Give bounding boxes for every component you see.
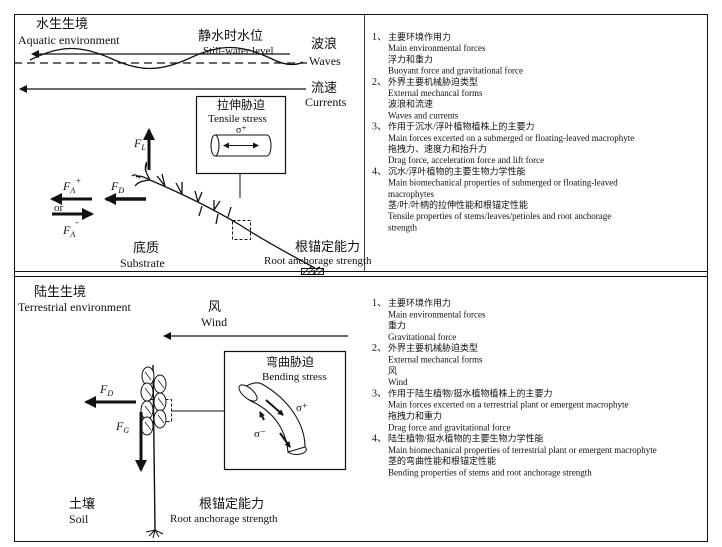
note-line: 浮力和重力 xyxy=(388,53,433,64)
terrestrial-env-cn: 陆生生境 xyxy=(34,284,86,299)
currents-en: Currents xyxy=(305,95,347,109)
note-line: Gravitational force xyxy=(388,332,456,342)
soil-cn: 土壤 xyxy=(69,496,95,511)
note-line: 风 xyxy=(388,366,397,376)
note-line: Tensile properties of stems/leaves/petio… xyxy=(388,211,611,221)
note-line: Main biomechanical properties of terrest… xyxy=(388,445,657,455)
note-line: Main environmental forces xyxy=(388,309,486,319)
note-number: 3、 xyxy=(372,388,387,399)
note-number: 4、 xyxy=(372,166,387,177)
currents-cn: 流速 xyxy=(311,80,337,95)
note-line: 作用于陆生植物/挺水植物植株上的主要力 xyxy=(388,387,553,398)
terrestrial-env-en: Terrestrial environment xyxy=(18,300,131,314)
root-anchor-base xyxy=(301,268,324,275)
sigma-minus: σ⁻ xyxy=(254,428,266,440)
tensile-sigma: σ⁺ xyxy=(236,125,247,136)
tensile-cylinder xyxy=(210,134,272,157)
note-number: 4、 xyxy=(372,434,387,445)
note-line: 波浪和流速 xyxy=(388,98,433,109)
note-line: Waves and currents xyxy=(388,110,459,120)
wind-cn: 风 xyxy=(208,299,221,314)
waves-en: Waves xyxy=(309,54,341,68)
note-line: 作用于沉水/浮叶植物植株上的主要力 xyxy=(388,121,535,132)
terrestrial-root-en: Root anchorage strength xyxy=(170,513,278,525)
waves-cn: 波浪 xyxy=(311,36,337,51)
note-line: 拖拽力、速度力和抬升力 xyxy=(388,143,487,154)
note-line: Drag force, acceleration force and lift … xyxy=(388,155,544,165)
terrestrial-fd-label: FD xyxy=(99,382,113,398)
sigma-plus: σ⁺ xyxy=(296,402,308,414)
fg-label: FG xyxy=(115,419,129,435)
substrate-cn: 底质 xyxy=(133,240,159,255)
note-line: Buoyant force and gravitational force xyxy=(388,66,523,76)
terrestrial-plant xyxy=(140,364,167,539)
bending-cn: 弯曲胁迫 xyxy=(266,354,314,369)
note-number: 1、 xyxy=(372,298,387,309)
note-line: 重力 xyxy=(388,320,406,331)
terrestrial-root-cn: 根锚定能力 xyxy=(199,496,264,511)
substrate-en: Substrate xyxy=(120,256,165,270)
note-line: 外界主要机械胁迫类型 xyxy=(388,342,478,353)
aquatic-env-en: Aquatic environment xyxy=(18,33,120,47)
note-line: 沉水/浮叶植物的主要生物力学性能 xyxy=(388,165,526,176)
note-number: 3、 xyxy=(372,122,387,133)
note-line: 茎的弯曲性能和根锚定性能 xyxy=(388,455,496,466)
note-line: Main forces excerted on a terrestrial pl… xyxy=(388,400,628,410)
submerged-plant xyxy=(131,161,321,275)
note-line: Bending properties of stems and root anc… xyxy=(388,468,592,478)
tensile-cn: 拉伸胁迫 xyxy=(217,97,265,112)
note-line: 茎/叶/叶柄的拉伸性能和根锚定性能 xyxy=(388,199,528,210)
bent-stem-icon xyxy=(238,382,307,455)
outer-frame xyxy=(14,14,708,542)
fa-plus-label: FA+ xyxy=(62,176,81,195)
fd-label: FD xyxy=(110,179,124,195)
root-anchor-hatch xyxy=(302,268,324,275)
note-line: Wind xyxy=(388,377,408,387)
note-line: 拖拽力和重力 xyxy=(388,410,442,421)
note-line: strength xyxy=(388,222,417,232)
note-line: External mechancal forms xyxy=(388,355,483,365)
note-line: Main environmental forces xyxy=(388,43,486,53)
tensile-detail-box xyxy=(232,220,251,240)
fa-minus-label: FA- xyxy=(62,217,78,239)
aquatic-env-cn: 水生生境 xyxy=(36,16,88,31)
bending-en: Bending stress xyxy=(262,371,326,383)
still-water-cn: 静水时水位 xyxy=(198,28,263,43)
note-line: 主要环境作用力 xyxy=(388,297,451,308)
wind-en: Wind xyxy=(201,315,227,329)
tensile-en: Tensile stress xyxy=(208,113,267,125)
aquatic-panel: 水生生境 Aquatic environment 静水时水位 Still-wat… xyxy=(14,16,634,275)
note-number: 2、 xyxy=(372,77,387,88)
aquatic-root-cn: 根锚定能力 xyxy=(295,239,360,254)
terrestrial-panel: 陆生生境 Terrestrial environment 风 Wind 弯曲胁迫… xyxy=(18,284,657,539)
note-line: External mechancal forms xyxy=(388,88,483,98)
waves-curve xyxy=(29,46,304,70)
or-label: or xyxy=(54,202,64,214)
soil-en: Soil xyxy=(69,512,89,526)
note-line: 主要环境作用力 xyxy=(388,31,451,42)
fl-label: FL xyxy=(133,136,146,152)
note-line: 陆生植物/挺水植物的主要生物力学性能 xyxy=(388,433,544,444)
note-line: 外界主要机械胁迫类型 xyxy=(388,76,478,87)
note-line: Drag force and gravitational force xyxy=(388,422,510,432)
note-line: macrophytes xyxy=(388,189,434,199)
aquatic-root-en: Root anchorage strength xyxy=(264,255,372,267)
note-line: Main biomechanical properties of submerg… xyxy=(388,178,618,188)
note-number: 2、 xyxy=(372,343,387,354)
note-number: 1、 xyxy=(372,32,387,43)
note-line: Main forces excerted on a submerged or f… xyxy=(388,133,634,143)
